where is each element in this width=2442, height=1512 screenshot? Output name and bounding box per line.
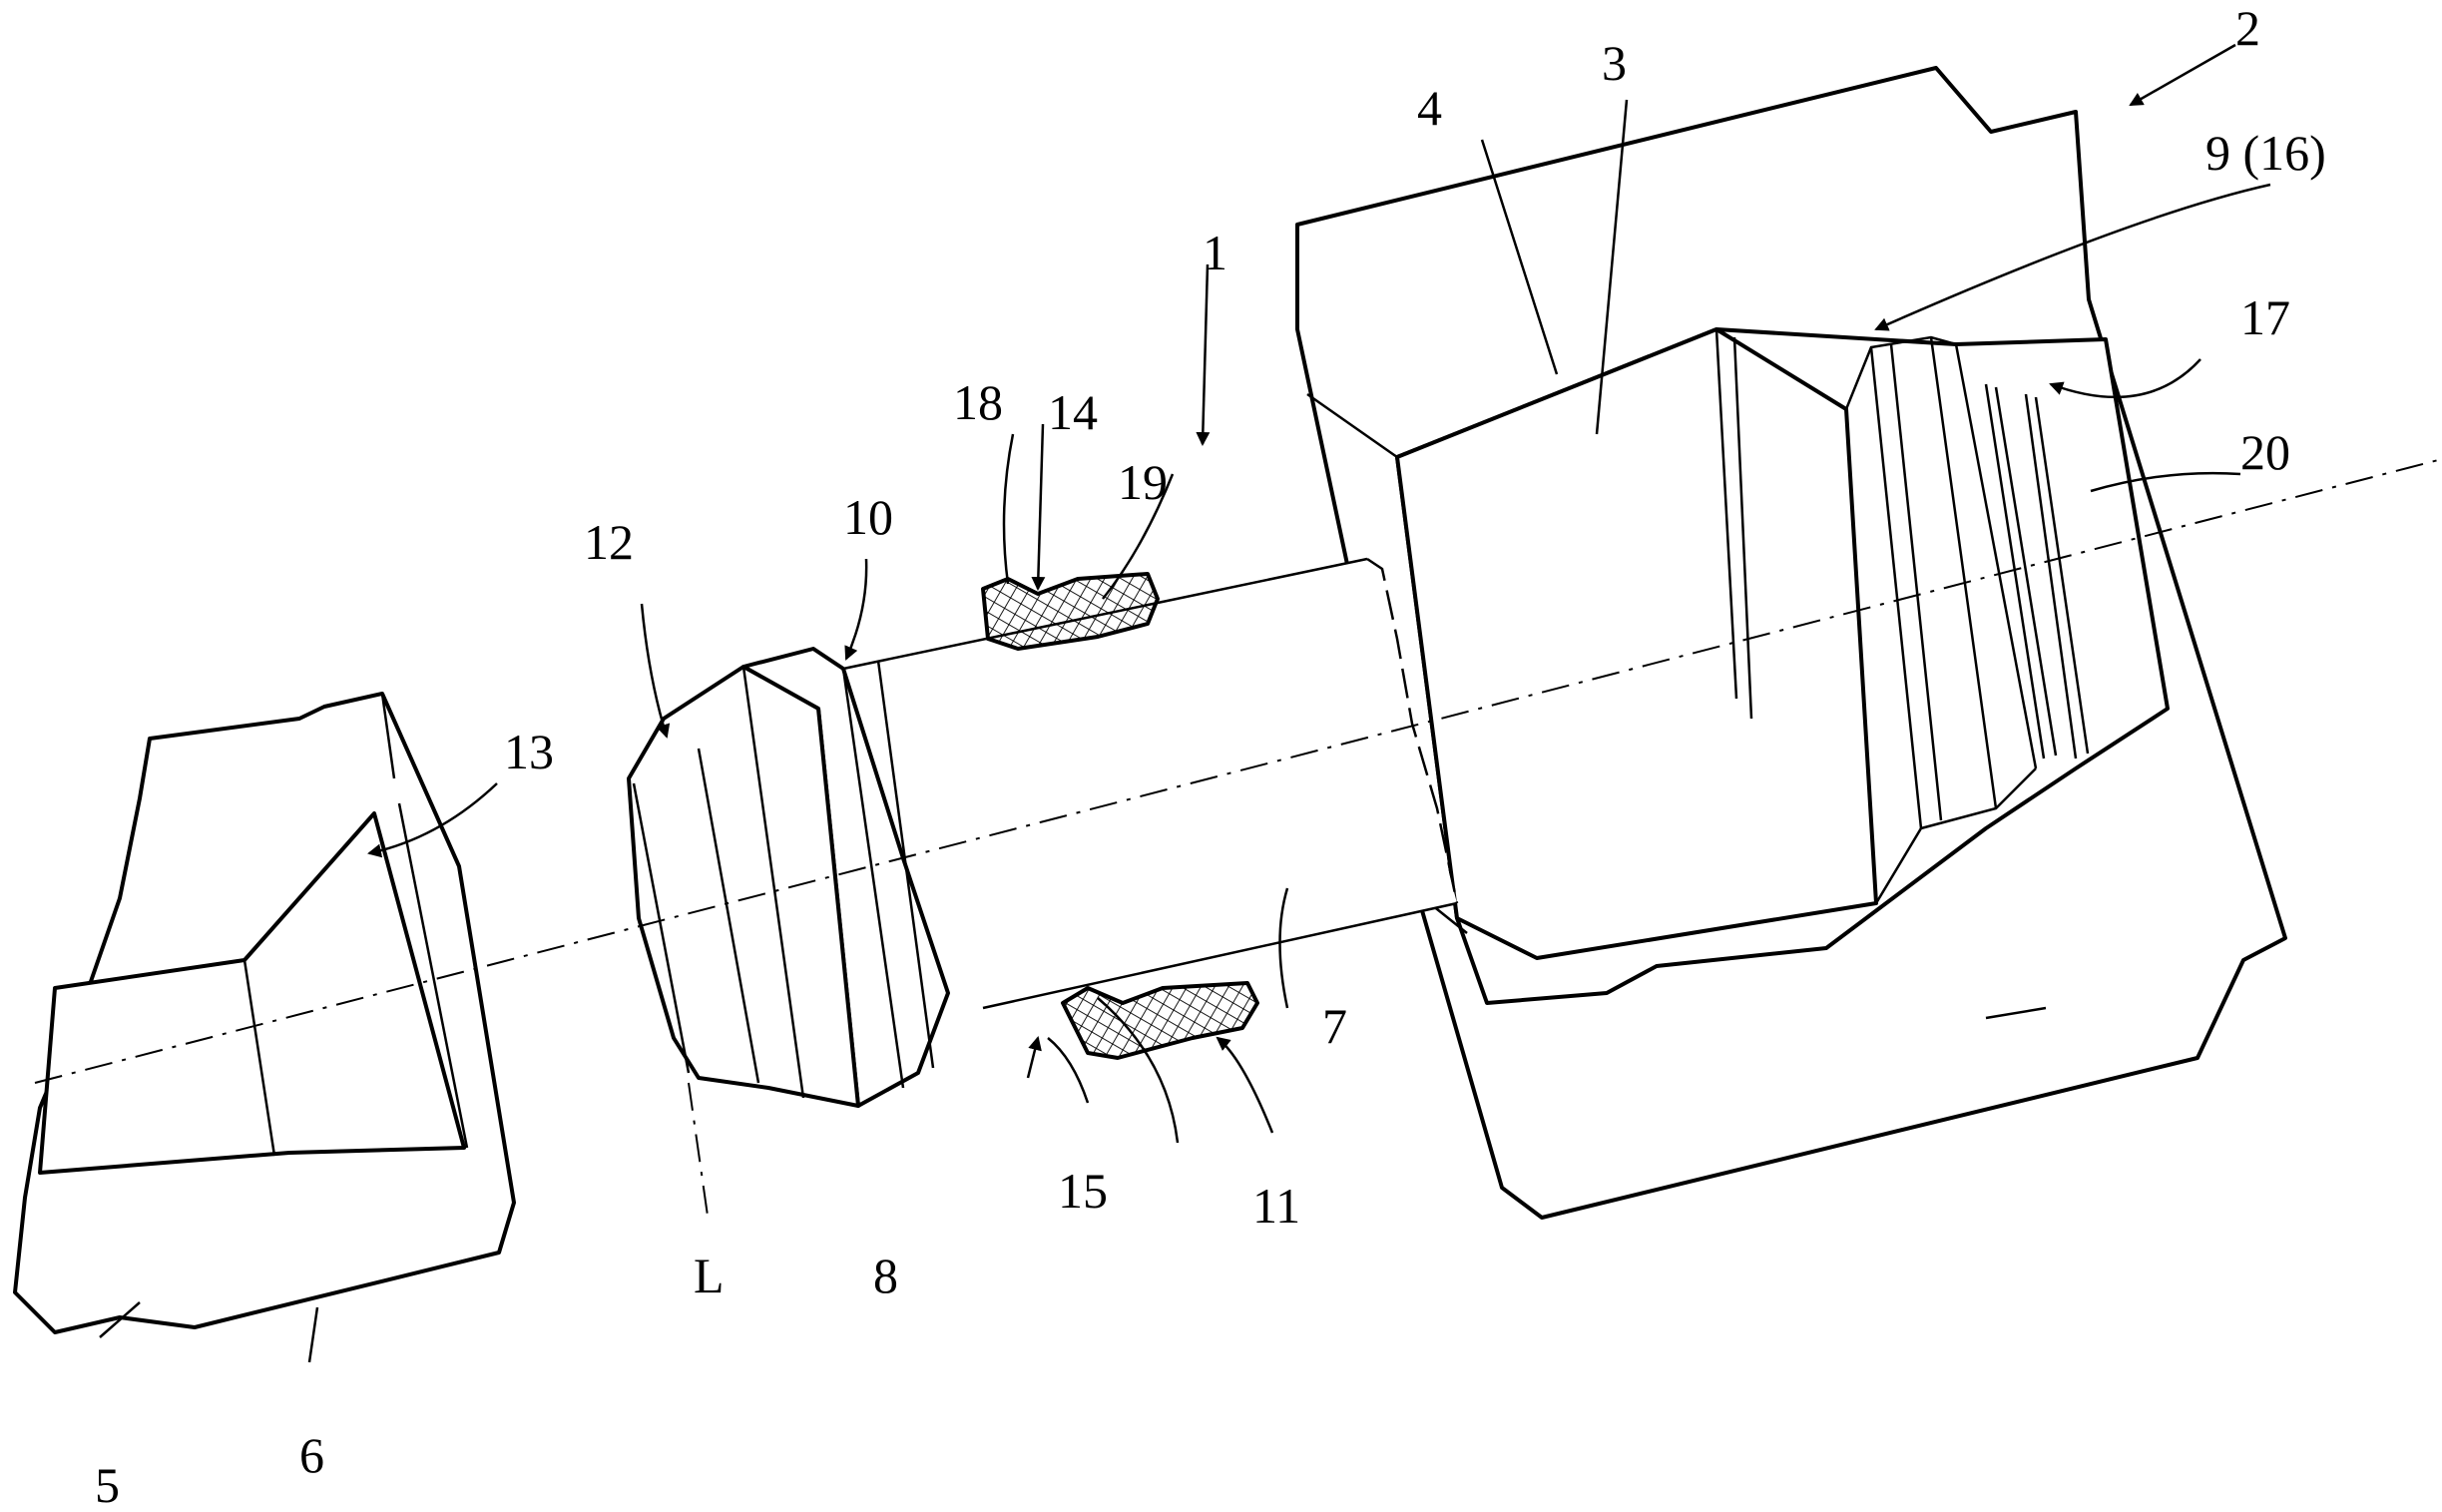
axis-L-mark [689,1083,709,1223]
label-L: L [694,1248,725,1303]
label-11: 11 [1252,1178,1300,1234]
label-19: 19 [1118,454,1168,510]
label-4: 4 [1417,80,1442,136]
label-13: 13 [504,724,554,779]
label-20: 20 [2240,424,2290,480]
label-14: 14 [1048,384,1098,440]
label-1: 1 [1203,225,1227,280]
label-17: 17 [2240,289,2290,345]
label-8: 8 [873,1248,898,1303]
label-15: 15 [1058,1163,1108,1219]
label-9: 9 (16) [2205,125,2326,181]
label-18: 18 [953,374,1003,430]
label-6: 6 [299,1427,324,1483]
label-2: 2 [2235,0,2260,56]
bolt-shank [843,559,1457,1008]
label-12: 12 [584,514,634,570]
label-7: 7 [1322,998,1347,1054]
label-5: 5 [95,1457,120,1512]
label-10: 10 [843,489,893,545]
label-3: 3 [1602,35,1627,91]
left-body-part [15,694,514,1332]
